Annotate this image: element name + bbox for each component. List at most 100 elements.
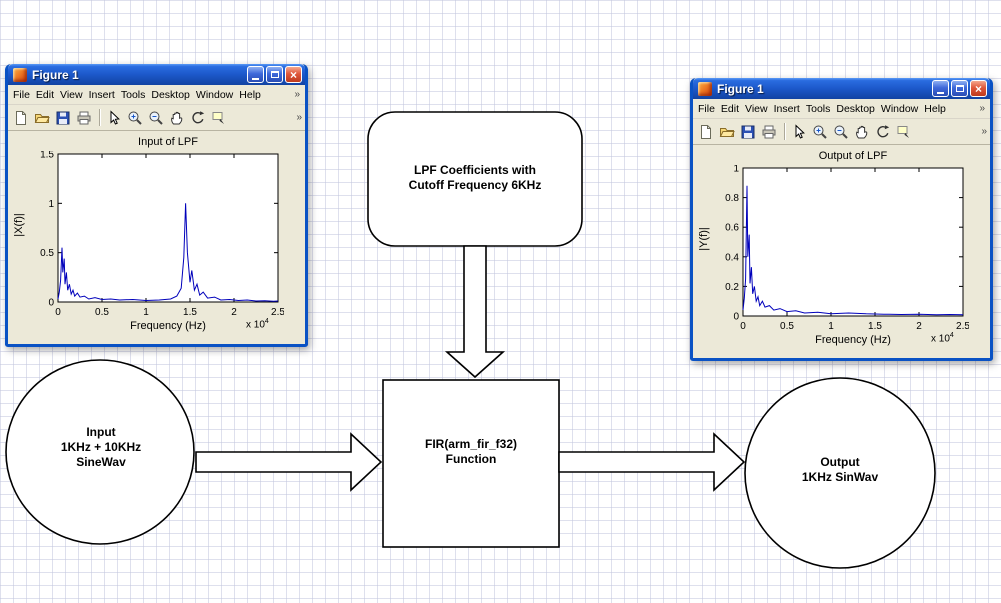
toolbar: » (8, 105, 305, 131)
x-axis-multiplier: x 104 (931, 332, 954, 345)
plot-title: Input of LPF (138, 136, 198, 148)
svg-text:0.6: 0.6 (725, 223, 739, 234)
svg-text:0.8: 0.8 (725, 193, 739, 204)
fir-label-line1: FIR(arm_fir_f32) (424, 437, 518, 451)
svg-text:2.5: 2.5 (956, 321, 969, 332)
open-icon[interactable] (717, 122, 737, 142)
pan-icon[interactable] (852, 122, 872, 142)
edit-plot-icon[interactable] (104, 108, 124, 128)
svg-text:1: 1 (143, 307, 149, 318)
pan-icon[interactable] (167, 108, 187, 128)
figure-window-output: Figure 1 × File Edit View Insert Tools Deskto… (690, 78, 993, 361)
zoom-in-icon[interactable] (125, 108, 145, 128)
print-icon[interactable] (759, 122, 779, 142)
output-label-line2: 1KHz SinWav (801, 470, 879, 484)
plot-ylabel: |Y(f)| (698, 227, 710, 251)
print-icon[interactable] (74, 108, 94, 128)
maximize-button[interactable] (951, 80, 968, 97)
menu-help[interactable]: Help (239, 88, 261, 101)
svg-text:0.2: 0.2 (725, 282, 739, 293)
rotate-3d-icon[interactable] (188, 108, 208, 128)
lpf-label-line2: Cutoff Frequency 6KHz (408, 178, 542, 192)
menu-file[interactable]: File (13, 88, 30, 101)
menu-desktop[interactable]: Desktop (151, 88, 190, 101)
save-icon[interactable] (738, 122, 758, 142)
input-circle-label: Input 1KHz + 10KHz SineWav (8, 425, 194, 470)
svg-text:1.5: 1.5 (183, 307, 197, 318)
plot-xlabel: Frequency (Hz) (815, 334, 891, 346)
lpf-box-label: LPF Coefficients with Cutoff Frequency 6… (368, 163, 582, 193)
menu-view[interactable]: View (745, 102, 768, 115)
titlebar[interactable]: Figure 1 × (8, 64, 305, 85)
input-to-fir-arrow (195, 432, 383, 492)
svg-text:2: 2 (231, 307, 237, 318)
toolbar-overflow-chevron[interactable]: » (981, 126, 987, 137)
plot-xlabel: Frequency (Hz) (130, 320, 206, 332)
matlab-icon (13, 67, 27, 82)
svg-text:0: 0 (55, 307, 61, 318)
new-icon[interactable] (11, 108, 31, 128)
minimize-button[interactable] (247, 66, 264, 83)
svg-text:2: 2 (916, 321, 922, 332)
zoom-in-icon[interactable] (810, 122, 830, 142)
zoom-out-icon[interactable] (831, 122, 851, 142)
toolbar-separator (784, 123, 785, 140)
toolbar: » (693, 119, 990, 145)
svg-text:0: 0 (48, 298, 54, 309)
svg-text:0.5: 0.5 (40, 248, 54, 259)
menu-edit[interactable]: Edit (720, 102, 740, 115)
save-icon[interactable] (53, 108, 73, 128)
output-circle-label: Output 1KHz SinWav (745, 455, 935, 485)
zoom-out-icon[interactable] (146, 108, 166, 128)
svg-text:0.5: 0.5 (780, 321, 794, 332)
menu-tools[interactable]: Tools (805, 102, 831, 115)
edit-plot-icon[interactable] (789, 122, 809, 142)
input-circle (5, 359, 195, 545)
menu-tools[interactable]: Tools (120, 88, 146, 101)
svg-text:1: 1 (733, 165, 739, 175)
close-button[interactable]: × (285, 66, 302, 83)
svg-text:0: 0 (740, 321, 746, 332)
svg-text:1: 1 (828, 321, 834, 332)
menu-desktop[interactable]: Desktop (836, 102, 875, 115)
fir-function-box (382, 379, 560, 548)
maximize-button[interactable] (266, 66, 283, 83)
menu-view[interactable]: View (60, 88, 83, 101)
toolbar-overflow-chevron[interactable]: » (296, 112, 302, 123)
toolbar-separator (99, 109, 100, 126)
svg-text:0.5: 0.5 (95, 307, 109, 318)
close-button[interactable]: × (970, 80, 987, 97)
data-cursor-icon[interactable] (894, 122, 914, 142)
menu-window[interactable]: Window (880, 102, 919, 115)
svg-text:0: 0 (733, 312, 739, 323)
data-cursor-icon[interactable] (209, 108, 229, 128)
minimize-button[interactable] (932, 80, 949, 97)
menubar: File Edit View Insert Tools Desktop Window Help… (693, 99, 990, 119)
titlebar[interactable]: Figure 1 × (693, 78, 990, 99)
input-label-line3: SineWav (76, 455, 126, 469)
open-icon[interactable] (32, 108, 52, 128)
menu-window[interactable]: Window (195, 88, 234, 101)
menu-insert[interactable]: Insert (88, 88, 115, 101)
matlab-icon (698, 81, 712, 96)
menu-help[interactable]: Help (924, 102, 946, 115)
menu-overflow-chevron[interactable]: » (979, 103, 985, 114)
menu-file[interactable]: File (698, 102, 715, 115)
menu-overflow-chevron[interactable]: » (294, 89, 300, 100)
svg-text:2.5: 2.5 (271, 307, 284, 318)
rotate-3d-icon[interactable] (873, 122, 893, 142)
new-icon[interactable] (696, 122, 716, 142)
menu-insert[interactable]: Insert (773, 102, 800, 115)
fir-box-label: FIR(arm_fir_f32) Function (383, 437, 559, 467)
plot-ylabel: |X(f)| (13, 213, 25, 237)
x-axis-multiplier: x 104 (246, 318, 269, 331)
window-title: Figure 1 (32, 67, 79, 82)
menu-edit[interactable]: Edit (35, 88, 55, 101)
menubar: File Edit View Insert Tools Desktop Window Help… (8, 85, 305, 105)
